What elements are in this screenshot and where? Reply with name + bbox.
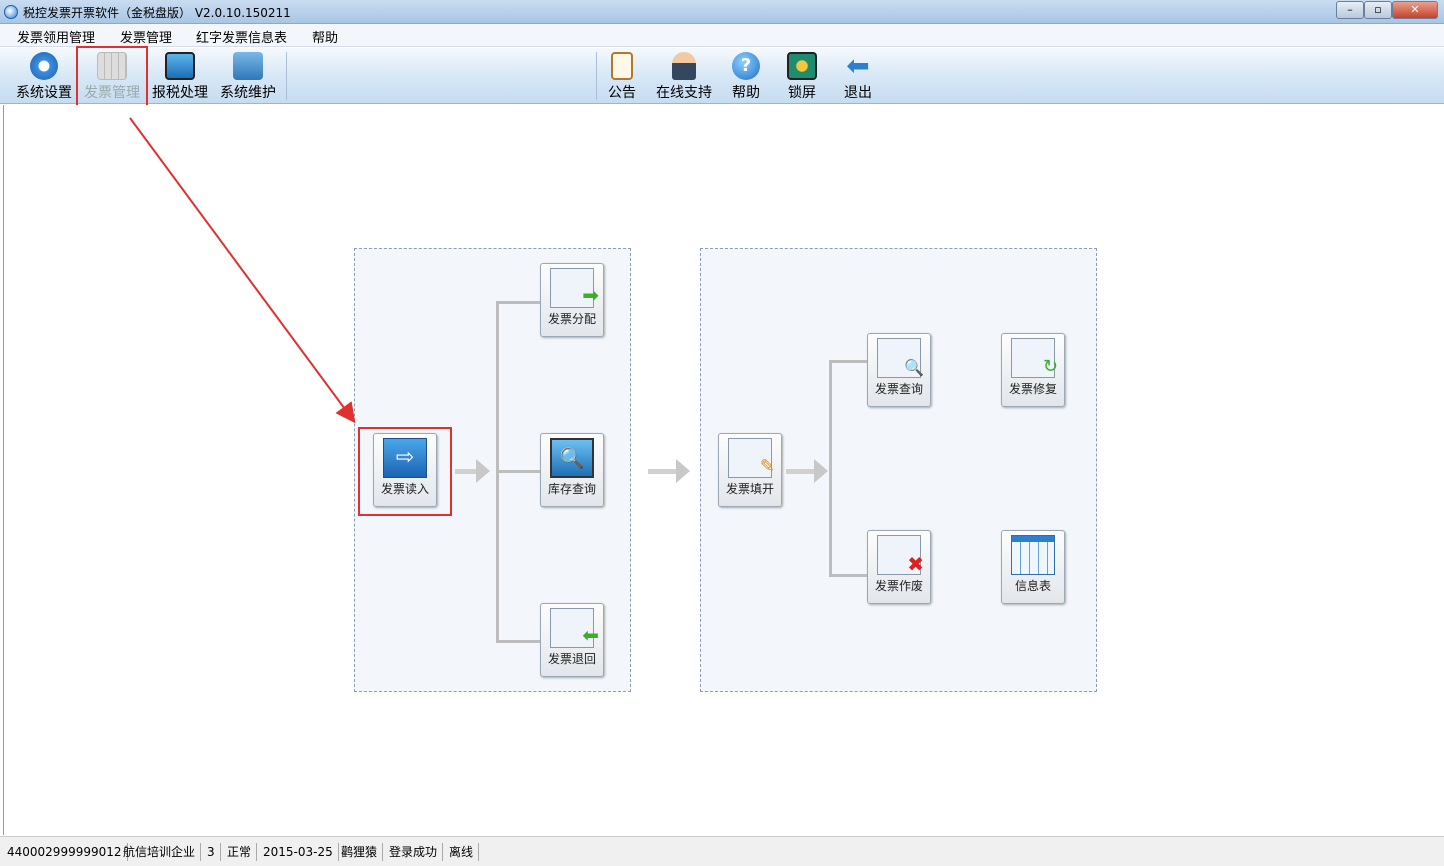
label: 发票修复	[1008, 382, 1057, 396]
title-bar: 税控发票开票软件（金税盘版） V2.0.10.150211 – ▫ ✕	[0, 0, 1444, 24]
label: 系统设置	[16, 85, 72, 101]
usb-read-icon: ⇨	[383, 438, 427, 478]
invoice-void-icon: ✖	[877, 535, 924, 576]
menu-red-invoice[interactable]: 红字发票信息表	[196, 31, 288, 46]
connector	[496, 470, 540, 473]
clipboard-icon	[611, 52, 633, 80]
invoice-return-icon: ⬅	[550, 608, 599, 648]
monitor-icon	[165, 52, 195, 80]
highlight-box-read	[358, 427, 452, 516]
toolbar-invoice-management[interactable]: 发票管理	[80, 48, 144, 104]
connector	[455, 469, 477, 474]
invoice-fill-button[interactable]: ✎ 发票填开	[718, 433, 782, 507]
label: 发票退回	[547, 652, 596, 666]
connector	[829, 360, 867, 363]
connector	[496, 301, 540, 304]
toolbar-help[interactable]: ? 帮助	[728, 48, 764, 104]
toolbar-online-support[interactable]: 在线支持	[652, 48, 716, 104]
toolbar-system-maintenance[interactable]: 系统维护	[218, 48, 278, 104]
label: 发票查询	[874, 382, 923, 396]
label: 报税处理	[152, 85, 208, 101]
exit-arrow-icon: ⬅	[846, 49, 870, 82]
support-person-icon	[672, 52, 696, 80]
status-user: 鹳狸猿	[336, 843, 384, 861]
minimize-button[interactable]: –	[1336, 1, 1364, 19]
toolbar-separator	[596, 52, 597, 100]
label: 发票作废	[874, 579, 923, 593]
label: 信息表	[1014, 579, 1051, 593]
menu-help[interactable]: 帮助	[312, 31, 339, 46]
label: 系统维护	[220, 85, 276, 101]
label: 发票读入	[380, 482, 429, 496]
toolbar-exit[interactable]: ⬅ 退出	[840, 48, 876, 104]
table-icon	[1011, 535, 1055, 575]
toolbar-separator	[286, 52, 287, 100]
window-title: 税控发票开票软件（金税盘版） V2.0.10.150211	[23, 6, 291, 20]
help-icon: ?	[732, 52, 760, 80]
info-table-button[interactable]: 信息表	[1001, 530, 1065, 604]
flow-arrow-icon	[814, 459, 828, 483]
invoice-grid-icon	[97, 52, 127, 80]
label: 库存查询	[547, 482, 596, 496]
connector	[648, 469, 676, 474]
folder-gear-icon	[233, 52, 263, 80]
flow-arrow-icon	[676, 459, 690, 483]
toolbar-announcement[interactable]: 公告	[604, 48, 640, 104]
stock-query-button[interactable]: 🔍 库存查询	[540, 433, 604, 507]
toolbar-tax-filing[interactable]: 报税处理	[150, 48, 210, 104]
label: 帮助	[732, 85, 760, 101]
status-bar: 440002999999012 航信培训企业 3 正常 2015-03-25 鹳…	[0, 836, 1444, 866]
invoice-query-button[interactable]: 🔍 发票查询	[867, 333, 931, 407]
connector	[786, 469, 814, 474]
status-date: 2015-03-25	[258, 843, 339, 861]
connector	[496, 640, 540, 643]
status-connection: 离线	[444, 843, 480, 861]
invoice-read-button[interactable]: ⇨ 发票读入	[373, 433, 437, 507]
invoice-void-button[interactable]: ✖ 发票作废	[867, 530, 931, 604]
flow-arrow-icon	[476, 459, 490, 483]
invoice-allocate-button[interactable]: ➡ 发票分配	[540, 263, 604, 337]
label: 锁屏	[788, 85, 816, 101]
status-state: 正常	[222, 843, 258, 861]
invoice-repair-button[interactable]: ↻ 发票修复	[1001, 333, 1065, 407]
close-button[interactable]: ✕	[1392, 1, 1438, 19]
toolbar-lock-screen[interactable]: 锁屏	[784, 48, 820, 104]
label: 发票管理	[84, 85, 140, 101]
gear-icon	[30, 52, 58, 80]
toolbar-system-settings[interactable]: 系统设置	[12, 48, 76, 104]
menu-invoice-manage[interactable]: 发票管理	[120, 31, 173, 46]
invoice-edit-icon: ✎	[728, 438, 775, 478]
menu-invoice-receive[interactable]: 发票领用管理	[17, 31, 96, 46]
status-tax-id: 440002999999012	[2, 843, 128, 861]
label: 退出	[844, 85, 872, 101]
invoice-return-button[interactable]: ⬅ 发票退回	[540, 603, 604, 677]
connector	[829, 360, 832, 577]
status-login: 登录成功	[384, 843, 444, 861]
label: 公告	[608, 85, 636, 101]
menu-bar: 发票领用管理 发票管理 红字发票信息表 帮助	[0, 24, 1444, 47]
label: 发票填开	[725, 482, 774, 496]
toolbar: 系统设置 发票管理 报税处理 系统维护 公告 在线支持 ? 帮助 锁屏 ⬅ 退出	[0, 48, 1444, 104]
connector	[829, 574, 867, 577]
status-company: 航信培训企业	[118, 843, 202, 861]
lock-screen-icon	[787, 52, 817, 80]
invoice-allocate-icon: ➡	[550, 268, 599, 308]
label: 在线支持	[656, 85, 712, 101]
invoice-repair-icon: ↻	[1011, 338, 1058, 378]
invoice-search-icon: 🔍	[877, 338, 924, 378]
app-logo-icon	[4, 5, 18, 19]
status-number: 3	[202, 843, 221, 861]
maximize-button[interactable]: ▫	[1364, 1, 1392, 19]
label: 发票分配	[547, 312, 596, 326]
monitor-search-icon: 🔍	[550, 438, 594, 478]
